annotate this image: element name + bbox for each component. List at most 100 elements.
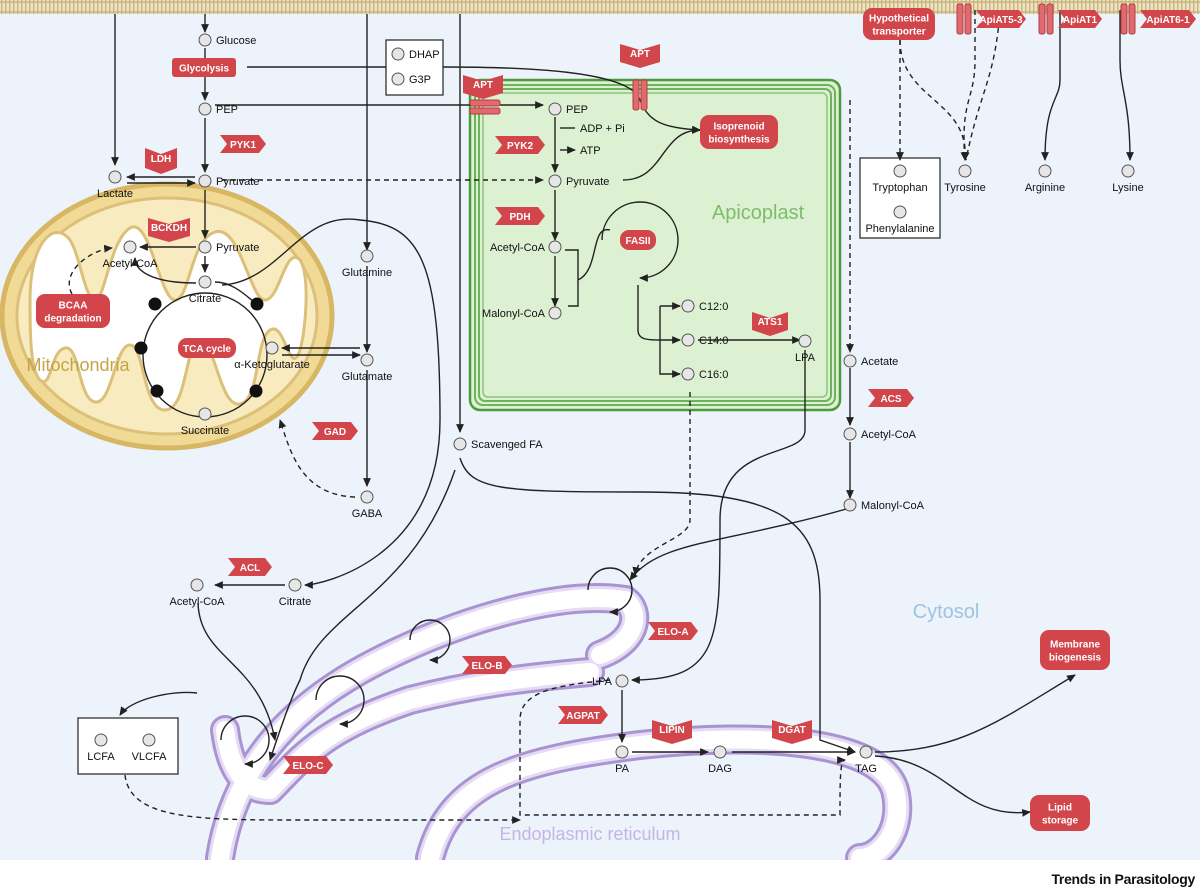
metabolite-c16: C16:0 — [681, 367, 728, 381]
enzyme-label: ATS1 — [758, 317, 783, 328]
enzyme-label: APT — [630, 49, 650, 60]
pathway-arrow — [565, 249, 579, 307]
metabolite-phenylalanine: Phenylalanine — [865, 205, 935, 235]
enzyme-label: ApiAT1 — [1063, 15, 1098, 26]
metabolite-label: Glucose — [216, 35, 256, 47]
enzyme-fasii: FASII — [620, 230, 656, 250]
pathway-arrow — [632, 392, 691, 576]
pathway-arrow — [197, 602, 278, 741]
metabolite-glutamine: Glutamine — [342, 249, 392, 279]
transporter-apt-inner — [469, 99, 501, 115]
metabolite-pyruvate-mito: Pyruvate — [198, 240, 259, 254]
metabolite-label: Tryptophan — [872, 182, 927, 194]
enzyme-glycolysis: Glycolysis — [172, 58, 236, 77]
enzyme-ats1: ATS1 — [752, 312, 788, 336]
metabolite-pyruvate-api: Pyruvate — [548, 174, 609, 188]
metabolite-label: α-Ketoglutarate — [234, 359, 309, 371]
metabolite-label: Malonyl-CoA — [861, 500, 925, 512]
pathway-arrow — [659, 306, 681, 378]
metabolite-label: Glutamate — [342, 371, 393, 383]
metabolite-label: Lysine — [1112, 182, 1143, 194]
enzyme-label: BCAA — [59, 301, 88, 312]
pathway-arrow — [442, 66, 701, 134]
metabolite-tryptophan: Tryptophan — [872, 164, 928, 194]
metabolite-label: DAG — [708, 763, 732, 775]
transporter-apiat6-1 — [1120, 3, 1136, 35]
enzyme-label: Lipid — [1048, 803, 1072, 814]
enzyme-label: APT — [473, 80, 493, 91]
metabolite-label: Pyruvate — [566, 176, 609, 188]
transporter-apiat1 — [1038, 3, 1054, 35]
metabolite-label: LPA — [795, 352, 816, 364]
enzyme-pdh: PDH — [495, 207, 545, 225]
enzyme-tca-cycle: TCA cycle — [178, 338, 236, 358]
enzyme-label: LDH — [151, 154, 172, 165]
enzyme-label: biosynthesis — [708, 135, 770, 146]
metabolite-pa: PA — [615, 745, 630, 775]
enzyme-label: Glycolysis — [179, 64, 229, 75]
metabolite-lysine: Lysine — [1112, 164, 1144, 194]
metabolite-label: Acetyl-CoA — [861, 429, 917, 441]
pathway-arrow — [131, 257, 197, 284]
metabolite-lpa-api: LPA — [795, 334, 816, 364]
metabolite-label: Lactate — [97, 188, 133, 200]
enzyme-label: ApiAT5-3 — [979, 15, 1023, 26]
metabolite-glutamate: Glutamate — [342, 353, 393, 383]
pathway-arrow — [124, 774, 521, 824]
mitochondria-label: Mitochondria — [26, 355, 130, 375]
enzyme-pyk1: PYK1 — [220, 135, 266, 153]
pathway-arrow — [68, 244, 113, 295]
enzyme-label: ELO-A — [657, 627, 688, 638]
enzyme-agpat: AGPAT — [558, 706, 608, 724]
enzyme-acs: ACS — [868, 389, 914, 407]
pathway-arrow — [899, 39, 970, 161]
metabolite-label: Glutamine — [342, 267, 392, 279]
enzyme-apt-2: APT — [620, 44, 660, 68]
transporter-apiat5-3 — [956, 3, 972, 35]
metabolite-label: Succinate — [181, 425, 229, 437]
enzyme-elo-a: ELO-A — [648, 622, 698, 640]
metabolite-citrate-cyt: Citrate — [279, 578, 311, 608]
metabolite-dag: DAG — [708, 745, 732, 775]
metabolite-akg: α-Ketoglutarate — [234, 341, 310, 371]
metabolite-citrate-mito: Citrate — [189, 275, 221, 305]
pathway-arrow — [221, 218, 441, 589]
enzyme-label: ACS — [880, 394, 901, 405]
enzyme-label: FASII — [625, 236, 650, 247]
enzyme-label: AGPAT — [566, 711, 600, 722]
pathway-arrow — [519, 679, 846, 816]
metabolite-gaba: GABA — [352, 490, 383, 520]
pathway-arrow — [459, 457, 856, 754]
pathway-arrow — [577, 229, 611, 281]
metabolite-pep: PEP — [198, 102, 238, 116]
metabolite-label: LPA — [592, 676, 613, 688]
metabolite-succinate: Succinate — [181, 407, 229, 437]
pathway-arrow — [874, 755, 1031, 817]
pathway-arrow — [965, 9, 1001, 161]
metabolite-glucose: Glucose — [198, 33, 256, 47]
pathway-arrow — [629, 507, 851, 581]
enzyme-label: BCKDH — [151, 223, 187, 234]
metabolite-label: Phenylalanine — [865, 223, 934, 235]
metabolite-lpa-er: LPA — [592, 674, 629, 688]
pathway-arrow — [278, 419, 356, 498]
transporter-apt-outer — [632, 79, 648, 111]
metabolite-dhap: DHAP — [391, 47, 440, 61]
pathway-arrow — [631, 350, 806, 684]
metabolite-acetylcoa-api: Acetyl-CoA — [490, 240, 562, 254]
metabolite-label: C16:0 — [699, 369, 728, 381]
lcfa-box — [77, 717, 179, 775]
metabolite-acetylcoa-cyt2: Acetyl-CoA — [169, 578, 225, 608]
metabolite-label: Malonyl-CoA — [482, 308, 546, 320]
enzyme-label: Membrane — [1050, 640, 1100, 651]
transporter-label-apiat1: ApiAT1 — [1058, 10, 1102, 28]
cytosol-label: Cytosol — [913, 601, 980, 623]
enzyme-label: ApiAT6-1 — [1146, 15, 1190, 26]
enzyme-elo-c: ELO-C — [283, 756, 333, 774]
metabolite-acetylcoa-cyt: Acetyl-CoA — [843, 427, 917, 441]
metabolite-g3p: G3P — [391, 72, 431, 86]
